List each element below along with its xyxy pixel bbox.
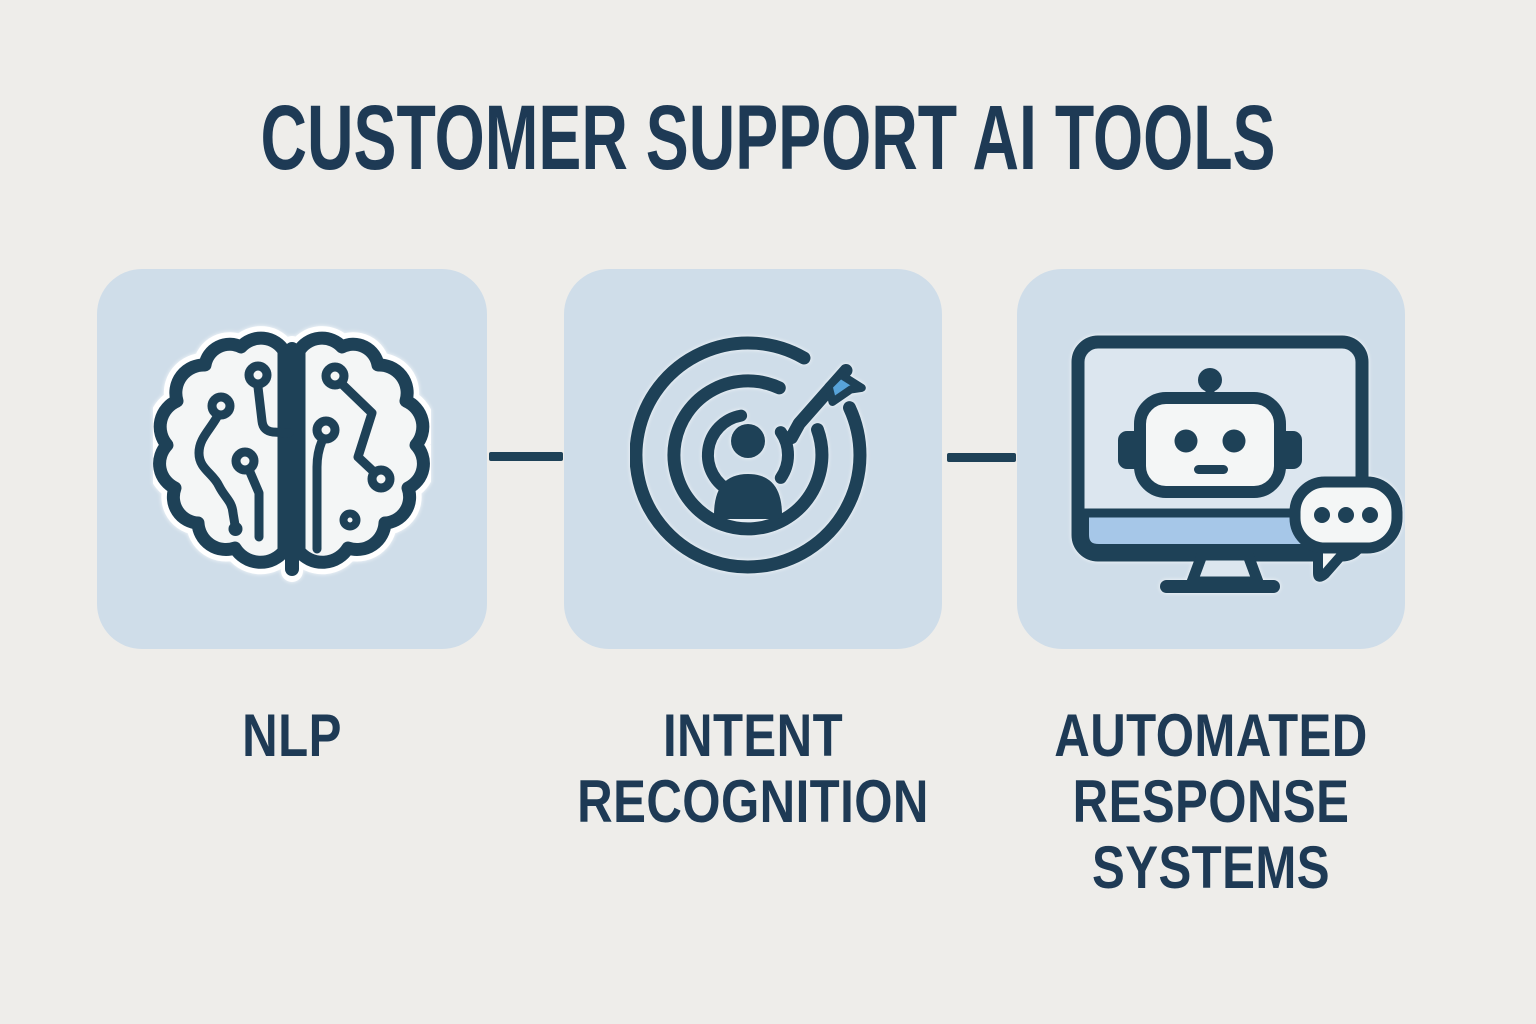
target-user-arrow-icon <box>630 336 867 574</box>
brain-circuit-icon <box>153 326 431 582</box>
label-automated-response-systems: AUTOMATED RESPONSE SYSTEMS <box>1054 702 1368 901</box>
connector-line-2 <box>947 453 1016 462</box>
connector-line-1 <box>489 452 563 461</box>
page-title: CUSTOMER SUPPORT AI TOOLS <box>260 87 1276 189</box>
card-nlp <box>97 269 487 649</box>
card-automated-response <box>1017 269 1405 649</box>
card-intent-recognition <box>564 269 942 649</box>
label-intent-recognition: INTENT RECOGNITION <box>577 702 929 835</box>
label-nlp: NLP <box>242 702 342 769</box>
chatbot-monitor-icon <box>1071 335 1403 593</box>
